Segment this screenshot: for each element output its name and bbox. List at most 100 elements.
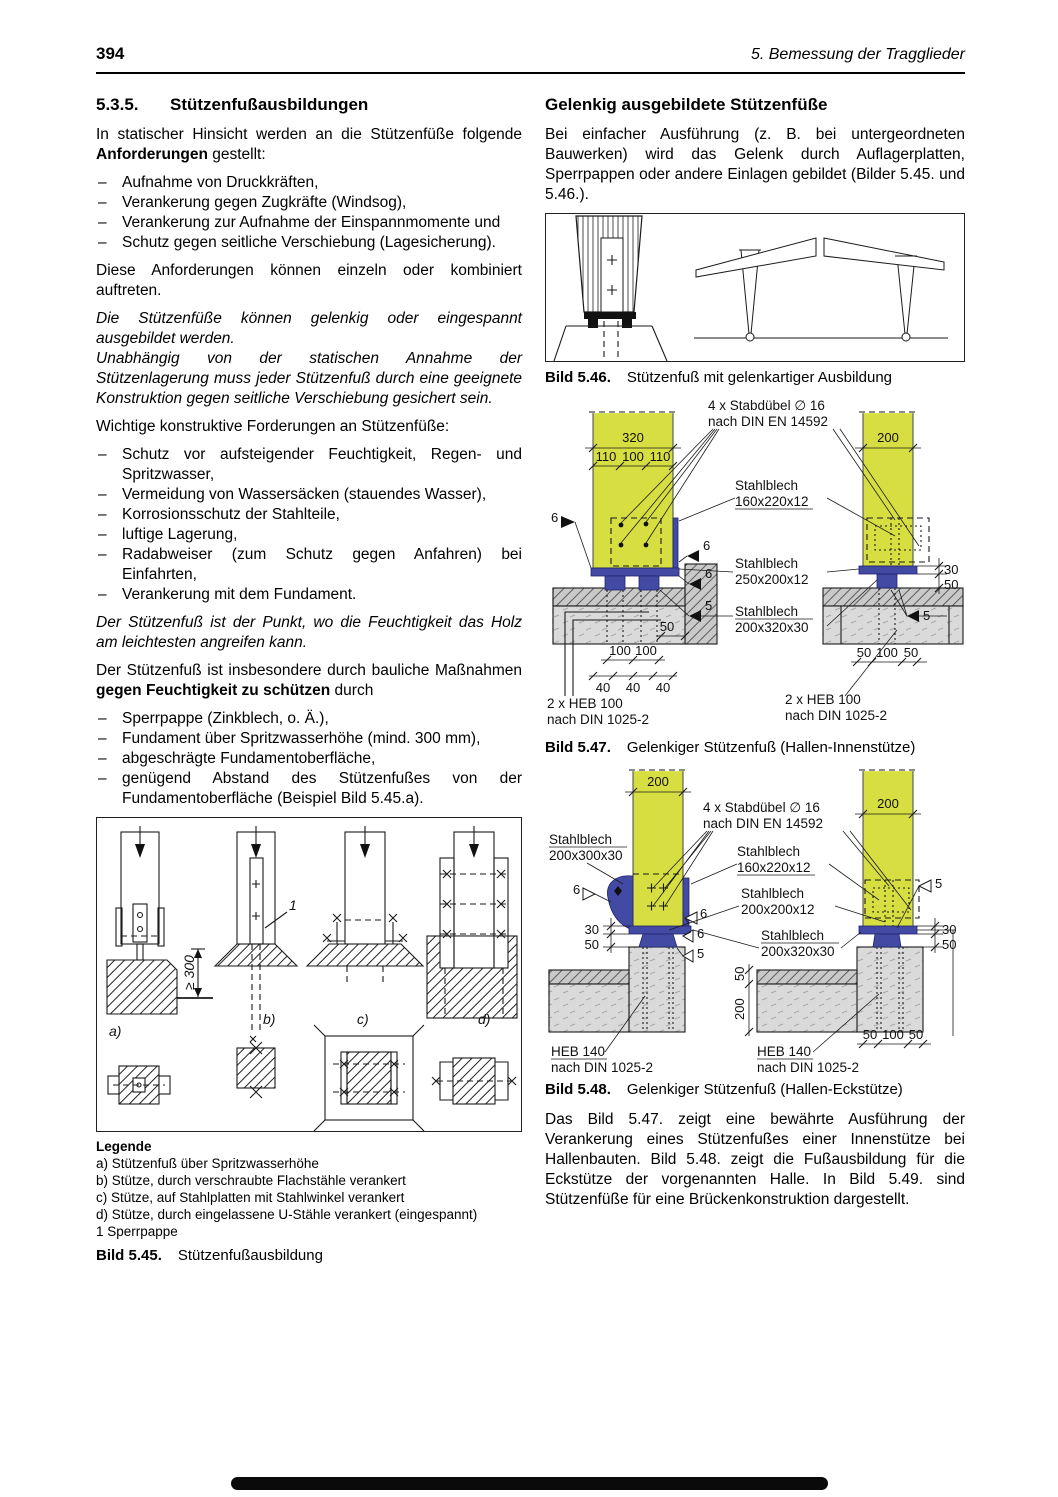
dim-50: 50	[909, 1027, 923, 1042]
label-heb-norm: nach DIN 1025-2	[785, 708, 887, 723]
dim-40: 40	[626, 680, 640, 695]
fig545-b-plan	[236, 1041, 276, 1099]
header-rule	[96, 72, 965, 74]
fig546-frame-scheme	[694, 237, 948, 342]
page-number: 394	[96, 44, 125, 63]
caption-text: Stützenfußausbildung	[177, 1247, 323, 1264]
fig545-d-plan	[431, 1057, 517, 1105]
label-stabduebel: 4 x Stabdübel ∅ 16	[708, 398, 825, 413]
caption-5-45: Bild 5.45. Stützenfußausbildung	[96, 1246, 522, 1266]
f48-labels: Stahlblech 200x300x30 4 x Stabdübel ∅ 16…	[549, 800, 912, 1074]
f47-dims-left: 320 110 100 110 50 100 100 40 40 40	[585, 430, 690, 695]
dim-50: 50	[857, 645, 871, 660]
label-stahlblech: Stahlblech	[735, 556, 798, 571]
label-stahlblech-size: 200x320x30	[735, 620, 809, 635]
dim-100: 100	[876, 645, 898, 660]
legend-item: d) Stütze, durch eingelassene U-Stähle v…	[96, 1207, 478, 1222]
weld-6: 6	[573, 882, 580, 897]
dim-50: 50	[904, 645, 918, 660]
f47-dims-right: 200 30 50 50 100 50	[851, 430, 958, 667]
dim-200: 200	[877, 430, 899, 445]
paragraph: Der Stützenfuß ist insbesondere durch ba…	[96, 661, 522, 701]
list-item: genügend Abstand des Stützenfußes von de…	[96, 769, 522, 809]
label-stahlblech: Stahlblech	[741, 886, 804, 901]
text-run: In statischer Hinsicht werden an die Stü…	[96, 126, 522, 143]
label-stahlblech: Stahlblech	[549, 832, 612, 847]
dim-50: 50	[732, 967, 747, 981]
f48-dims: 200 200 30 50 30 50 50	[585, 774, 956, 1049]
dim-30: 30	[942, 922, 956, 937]
label-heb: 2 x HEB 100	[785, 692, 861, 707]
f47-labels: 4 x Stabdübel ∅ 16 nach DIN EN 14592 Sta…	[547, 398, 920, 727]
caption-text: Gelenkiger Stützenfuß (Hallen-Innenstütz…	[626, 739, 916, 756]
label-stahlblech-size: 200x300x30	[549, 848, 623, 863]
paragraph-italic: Die Stützenfüße können gelenkig oder ein…	[96, 310, 522, 347]
sub-label-b: b)	[263, 1011, 275, 1027]
caption-label: Bild 5.45.	[96, 1247, 162, 1264]
text-run: durch	[330, 682, 374, 699]
list-item: Sperrpappe (Zinkblech, o. Ä.),	[96, 709, 522, 729]
legend-item: b) Stütze, durch verschraubte Flachstähl…	[96, 1173, 406, 1188]
home-indicator-bar[interactable]	[231, 1477, 828, 1490]
weld-5: 5	[705, 598, 712, 613]
fig545-c-elevation: c)	[305, 826, 425, 1027]
label-stahlblech: Stahlblech	[735, 478, 798, 493]
paragraph: Das Bild 5.47. zeigt eine bewährte Ausfü…	[545, 1111, 965, 1208]
fig545-d-elevation: d)	[426, 826, 518, 1027]
f48-foundation-right	[756, 929, 955, 1036]
dim-100: 100	[609, 643, 631, 658]
dim-110: 110	[596, 449, 617, 464]
dim-200: 200	[877, 796, 899, 811]
dim-50: 50	[585, 937, 599, 952]
constructive-list: Schutz vor aufsteigender Feuchtigkeit, R…	[96, 445, 522, 605]
weld-6: 6	[703, 538, 710, 553]
list-item: Schutz gegen seitliche Verschiebung (Lag…	[96, 233, 522, 253]
list-item: Fundament über Spritzwasserhöhe (mind. 3…	[96, 729, 522, 749]
section-heading: 5.3.5.Stützenfußausbildungen	[96, 95, 522, 115]
text-run: Der Stützenfuß ist insbesondere durch ba…	[96, 662, 522, 679]
label-stahlblech: Stahlblech	[735, 604, 798, 619]
figure-legend: Legende a) Stützenfuß über Spritzwasserh…	[96, 1138, 522, 1240]
text-run: gestellt:	[207, 146, 266, 163]
label-heb-norm: nach DIN 1025-2	[551, 1060, 653, 1074]
list-item: abgeschrägte Fundamentoberfläche,	[96, 749, 522, 769]
fig546-column-detail	[553, 215, 668, 361]
weld-6: 6	[700, 906, 707, 921]
label-stahlblech-size: 250x200x12	[735, 572, 809, 587]
caption-label: Bild 5.47.	[545, 739, 611, 756]
list-item: Verankerung gegen Zugkräfte (Windsog),	[96, 193, 522, 213]
weld-6: 6	[705, 566, 712, 581]
label-stahlblech: Stahlblech	[737, 844, 800, 859]
list-item: luftige Lagerung,	[96, 525, 522, 545]
weld-5: 5	[935, 876, 942, 891]
label-heb: HEB 140	[551, 1044, 605, 1059]
weld-6: 6	[551, 510, 558, 525]
list-item: Verankerung zur Aufnahme der Einspannmom…	[96, 213, 522, 233]
label-stabduebel-norm: nach DIN EN 14592	[708, 414, 828, 429]
label-heb: HEB 140	[757, 1044, 811, 1059]
label-stabduebel: 4 x Stabdübel ∅ 16	[703, 800, 820, 815]
sub-label-a: a)	[109, 1023, 121, 1039]
legend-item: c) Stütze, auf Stahlplatten mit Stahlwin…	[96, 1190, 405, 1205]
caption-text: Gelenkiger Stützenfuß (Hallen-Eckstütze)	[626, 1081, 903, 1098]
paragraph-italic: Der Stützenfuß ist der Punkt, wo die Feu…	[96, 614, 522, 651]
caption-label: Bild 5.46.	[545, 369, 611, 386]
ref-1: 1	[289, 897, 297, 913]
protection-list: Sperrpappe (Zinkblech, o. Ä.), Fundament…	[96, 709, 522, 809]
running-title: 5. Bemessung der Tragglieder	[750, 46, 965, 63]
fig545-b-elevation: 1 b)	[213, 826, 299, 1043]
figure-5-48-drawing: 200 200 30 50 30 50 50	[548, 768, 956, 1074]
caption-text: Stützenfuß mit gelenkartiger Ausbildung	[626, 369, 893, 386]
list-item: Aufnahme von Druckkräften,	[96, 173, 522, 193]
dim-30: 30	[585, 922, 599, 937]
paragraph: Wichtige konstruktive Forderungen an Stü…	[96, 418, 450, 435]
paragraph: In statischer Hinsicht werden an die Stü…	[96, 125, 522, 165]
section-title: Stützenfußausbildungen	[170, 95, 369, 114]
dim-label: ≥ 300	[181, 955, 197, 990]
list-item: Vermeidung von Wassersäcken (stauendes W…	[96, 485, 522, 505]
dim-50: 50	[660, 619, 674, 634]
fig545-a-plan	[107, 1065, 171, 1105]
sub-label-d: d)	[478, 1011, 490, 1027]
dim-40: 40	[656, 680, 670, 695]
dim-50: 50	[944, 577, 958, 592]
